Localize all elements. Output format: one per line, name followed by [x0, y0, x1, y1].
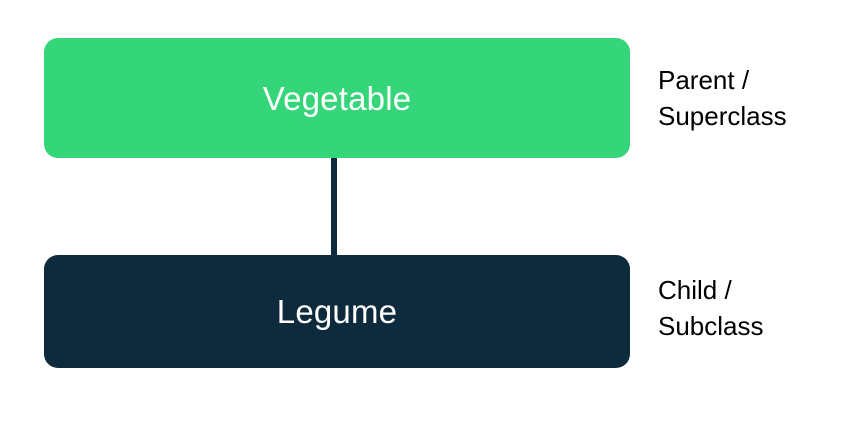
child-class-label: Legume	[276, 293, 398, 330]
child-annotation-line-1: Child /	[658, 275, 732, 305]
parent-annotation-line-2: Superclass	[658, 101, 787, 131]
parent-annotation: Parent / Superclass	[658, 62, 856, 134]
child-annotation-line-2: Subclass	[658, 311, 764, 341]
child-class-box[interactable]: Legume	[44, 255, 630, 368]
parent-annotation-line-1: Parent /	[658, 65, 750, 95]
parent-class-box[interactable]: Vegetable	[44, 38, 630, 158]
child-annotation: Child / Subclass	[658, 272, 856, 344]
parent-class-label: Vegetable	[262, 79, 412, 117]
inheritance-connector-line	[331, 150, 337, 262]
